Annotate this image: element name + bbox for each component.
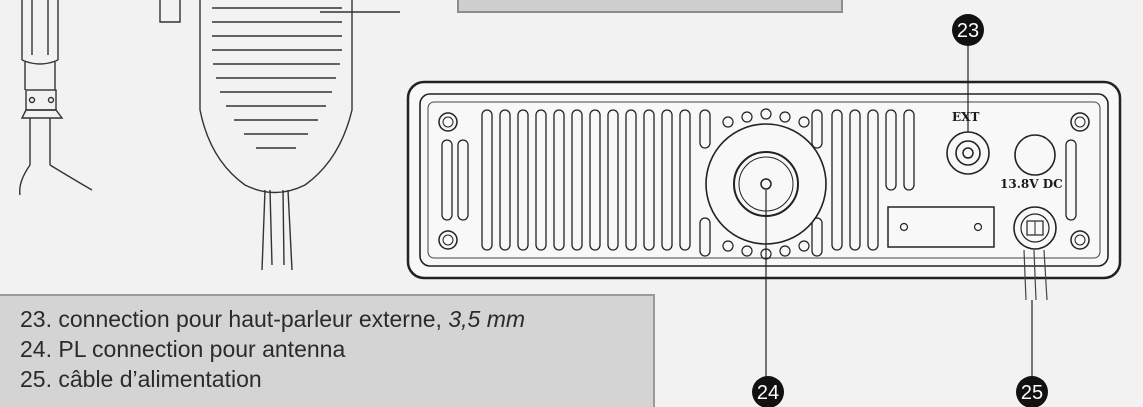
- svg-text:23: 23: [957, 20, 979, 42]
- svg-text:25: 25: [1021, 382, 1043, 404]
- legend-box: 23. connection pour haut-parleur externe…: [0, 294, 655, 407]
- screw-bottom-left: [438, 230, 458, 250]
- callout-leaders: [765, 44, 1033, 378]
- rear-plate: [887, 206, 995, 248]
- round-plug: [1014, 134, 1056, 176]
- screw-bottom-right: [1070, 230, 1090, 250]
- legend-item-24: 24. PL connection pour antenna: [20, 336, 346, 362]
- antenna-mount-holes: [722, 108, 810, 260]
- cooling-vents: [441, 109, 1077, 257]
- ext-label: EXT: [952, 110, 979, 124]
- svg-text:24: 24: [757, 382, 779, 404]
- power-label: 13.8V DC: [1000, 177, 1063, 191]
- microphone-cable-sketch: [19, 0, 93, 196]
- callout-23: 23: [952, 14, 984, 46]
- screw-top-right: [1070, 112, 1090, 132]
- legend-item-25: 25. câble d’alimentation: [20, 366, 262, 392]
- microphone-sketch: [159, 0, 400, 271]
- callout-24: 24: [752, 376, 784, 407]
- rear-panel: EXT 13.8V DC: [406, 80, 1122, 301]
- dc-power-socket: [1013, 206, 1057, 250]
- legend-item-23: 23. connection pour haut-parleur externe…: [20, 306, 526, 332]
- callout-25: 25: [1016, 376, 1048, 407]
- screw-top-left: [438, 112, 458, 132]
- top-label-box: [457, 0, 843, 13]
